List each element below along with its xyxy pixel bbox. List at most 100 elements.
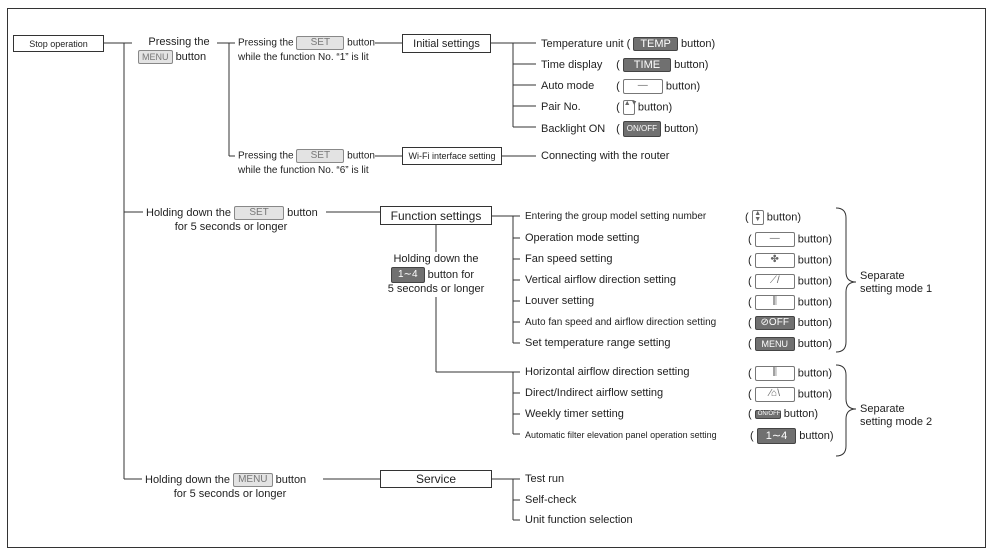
init-item-label: Auto mode xyxy=(541,80,595,93)
initial-settings-label: Initial settings xyxy=(413,37,480,50)
separate-mode-2: Separate setting mode 2 xyxy=(860,403,932,429)
branch-set1-label: Pressing the SET button xyxy=(238,36,375,50)
fs-item-label: Entering the group model setting number xyxy=(525,211,707,222)
temp-button-icon: TEMP xyxy=(633,37,678,51)
fs-item-label: Weekly timer setting xyxy=(525,408,624,420)
fs-item-post: button) xyxy=(797,367,833,380)
branch-hold-menu-sub: for 5 seconds or longer xyxy=(173,488,287,500)
separate-mode-1-line2: setting mode 1 xyxy=(860,283,933,295)
up-down-button-icon: ▲▼ xyxy=(622,100,638,115)
branch-set1-pre: Pressing the xyxy=(238,37,294,49)
paren: ( xyxy=(748,388,752,401)
timer-off-button-icon: ⊘OFF xyxy=(754,316,795,330)
fs-item-post: button) xyxy=(797,233,833,246)
init-item-post: button) xyxy=(637,101,673,114)
service-box: Service xyxy=(380,470,492,488)
fs-item-label: Automatic filter elevation panel operati… xyxy=(525,430,717,440)
fs-item-label: Auto fan speed and airflow direction set… xyxy=(525,317,717,328)
menu-button-icon: MENU xyxy=(138,50,173,64)
init-item-label: Time display xyxy=(541,58,603,71)
fan-button-icon: ✤ xyxy=(754,253,795,268)
branch-hold-menu-label: Holding down the MENU button xyxy=(145,473,306,487)
branch-menu-label: Pressing the xyxy=(138,36,220,49)
branch-set1-post: button xyxy=(347,37,375,49)
fs-item-post: button) xyxy=(797,296,833,309)
separate-mode-1-line1: Separate xyxy=(860,270,905,282)
branch-set6-pre: Pressing the xyxy=(238,150,294,162)
fs-item-fan-speed: Fan speed setting xyxy=(525,253,612,266)
service-item-test-run: Test run xyxy=(525,473,565,485)
one-to-four-button-icon: 1∼4 xyxy=(756,428,797,444)
fs-item-direct-indirect: Direct/Indirect airflow setting xyxy=(525,387,663,400)
fs-item-label: Set temperature range setting xyxy=(525,337,671,349)
fs-item-filter-panel: Automatic filter elevation panel operati… xyxy=(525,429,717,442)
separate-mode-2-line1: Separate xyxy=(860,403,905,415)
fs-item-weekly-timer-btn: ( ON/OFF WEEKLY button) xyxy=(748,408,818,421)
menu-button-icon: MENU xyxy=(754,337,795,351)
wifi-box: Wi-Fi interface setting xyxy=(402,147,502,165)
hold-1-4-post: button for xyxy=(427,268,475,281)
init-item-label: Pair No. xyxy=(541,101,581,114)
set-button-icon: SET xyxy=(234,206,285,220)
fs-item-group-model-btn: ( ▲▼ button) xyxy=(745,210,801,225)
service-label: Service xyxy=(415,472,456,486)
fs-item-post: button) xyxy=(766,211,802,224)
set-button-icon: SET xyxy=(296,36,345,50)
fs-item-post: button) xyxy=(797,316,833,329)
fs-item-horizontal-airflow-btn: ( ⫼ button) xyxy=(748,366,832,381)
branch-set1-sub: while the function No. “1” is lit xyxy=(238,52,369,63)
fs-item-label: Operation mode setting xyxy=(525,232,640,244)
paren: ( xyxy=(748,408,752,420)
root-label: Stop operation xyxy=(29,38,88,49)
paren: ( xyxy=(748,233,752,246)
fs-item-post: button) xyxy=(797,388,833,401)
hold-1-4-label: Holding down the xyxy=(384,253,488,266)
fs-item-horizontal-airflow: Horizontal airflow direction setting xyxy=(525,366,689,379)
fs-item-post: button) xyxy=(783,408,819,420)
paren: ( xyxy=(748,254,752,267)
paren: ( xyxy=(745,211,749,224)
dash-button-icon: — xyxy=(754,232,795,247)
root-node: Stop operation xyxy=(13,35,104,52)
fs-item-louver: Louver setting xyxy=(525,295,594,308)
fs-item-post: button) xyxy=(797,337,833,350)
init-item-post: button) xyxy=(680,37,716,50)
louver-button-icon: ⫼ xyxy=(754,295,795,310)
branch-menu-line2: MENU button xyxy=(138,50,206,64)
branch-set6-post: button xyxy=(347,150,375,162)
fs-item-weekly-timer: Weekly timer setting xyxy=(525,408,624,421)
fs-item-set-temp-range: Set temperature range setting xyxy=(525,337,671,350)
function-settings-label: Function settings xyxy=(390,208,482,223)
init-item-post: button) xyxy=(674,58,709,71)
branch-hold-menu-post: button xyxy=(275,473,307,486)
menu-button-icon: MENU xyxy=(233,473,273,487)
paren: ( xyxy=(616,80,620,93)
paren: ( xyxy=(748,296,752,309)
init-item-pair-no: Pair No. ( ▲▼ button) xyxy=(541,100,672,115)
fs-item-label: Direct/Indirect airflow setting xyxy=(525,387,664,399)
hold-1-4-line2: 1∼4 button for xyxy=(391,267,474,283)
one-to-four-button-icon: 1∼4 xyxy=(391,267,425,283)
paren: ( xyxy=(748,367,752,380)
fs-item-group-model: Entering the group model setting number xyxy=(525,210,706,223)
separate-mode-2-line2: setting mode 2 xyxy=(860,416,933,428)
paren: ( xyxy=(616,122,620,135)
fs-item-label: Fan speed setting xyxy=(525,253,613,265)
fs-item-set-temp-range-btn: ( MENU button) xyxy=(748,337,832,351)
branch-hold-menu-pre: Holding down the xyxy=(145,473,231,486)
init-item-label: Backlight ON xyxy=(541,122,606,135)
fs-item-fan-speed-btn: ( ✤ button) xyxy=(748,253,832,268)
paren: ( xyxy=(748,337,752,350)
init-item-temperature-unit: Temperature unit ( TEMP button) xyxy=(541,37,715,51)
branch-set6-sub: while the function No. “6” is lit xyxy=(238,165,369,176)
fs-item-operation-mode: Operation mode setting xyxy=(525,232,639,245)
separate-mode-1: Separate setting mode 1 xyxy=(860,270,932,296)
fs-item-auto-fan-btn: ( ⊘OFF button) xyxy=(748,316,832,330)
dash-button-icon: — xyxy=(622,79,663,94)
branch-hold-set-post: button xyxy=(287,206,318,219)
fs-item-auto-fan: Auto fan speed and airflow direction set… xyxy=(525,316,716,329)
paren: ( xyxy=(748,316,752,329)
fs-item-filter-panel-btn: ( 1∼4 button) xyxy=(750,428,834,444)
branch-set6-label: Pressing the SET button xyxy=(238,149,375,163)
